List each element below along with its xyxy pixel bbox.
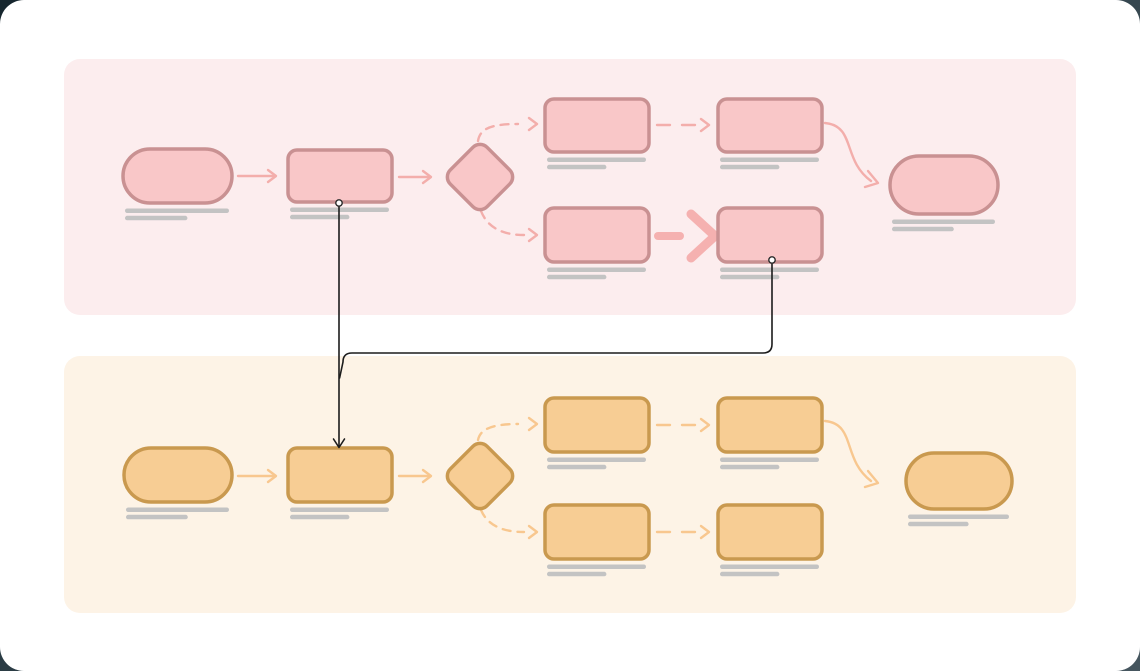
upper-branch1-step2-text-line-2 (720, 164, 780, 170)
upper-branch1-step1-text-line-1 (547, 157, 646, 162)
lower-branch1-step2-text-line-2 (720, 464, 780, 470)
lower-edge-decision-to-branch1[interactable] (476, 416, 539, 442)
lower-branch2-step1-text-line-1 (547, 564, 646, 569)
lower-process-step-text-line-2 (290, 514, 350, 520)
lower-branch2-step2-text-line-1 (720, 564, 819, 569)
lower-end-terminator[interactable] (904, 451, 1014, 527)
lower-edge-branch1-step1-to-step2[interactable] (655, 417, 711, 433)
lower-branch1-step1-text-line-1 (547, 457, 646, 462)
upper-process-step[interactable] (286, 148, 394, 220)
lower-process-step[interactable] (286, 446, 394, 520)
lower-branch1-step1[interactable] (543, 396, 651, 470)
upper-branch2-step1[interactable] (543, 206, 651, 280)
upper-edge-start-to-process[interactable] (236, 168, 278, 184)
lower-edge-branch2-step1-to-step2[interactable] (655, 524, 711, 540)
upper-edge-branch1-to-end[interactable] (823, 121, 880, 189)
lower-edge-decision-to-branch2[interactable] (479, 508, 539, 540)
upper-end-terminator-text-line-1 (892, 219, 995, 224)
upper-branch2-step2[interactable] (716, 206, 824, 280)
upper-start-terminator[interactable] (121, 147, 234, 221)
upper-end-terminator[interactable] (888, 154, 1000, 232)
lower-end-terminator-text-line-1 (908, 514, 1009, 519)
cross-lane-connector-primary-port[interactable] (335, 199, 343, 207)
upper-branch2-step1-text-line-2 (547, 274, 607, 280)
lower-branch2-step2[interactable] (716, 503, 824, 577)
upper-branch1-step1[interactable] (543, 97, 651, 170)
lower-edge-branch1-to-end[interactable] (823, 419, 880, 489)
upper-edge-branch1-step1-to-step2[interactable] (655, 117, 711, 133)
upper-decision-diamond[interactable] (443, 140, 517, 214)
upper-edge-decision-to-branch1[interactable] (476, 116, 539, 143)
upper-start-terminator-text-line-1 (125, 208, 229, 213)
upper-start-terminator-text-line-2 (125, 215, 188, 221)
upper-branch2-step2-text-line-1 (720, 267, 819, 272)
lower-start-terminator-text-line-2 (126, 514, 188, 520)
upper-end-terminator-text-line-2 (892, 226, 954, 232)
upper-branch2-step1-text-line-1 (547, 267, 646, 272)
lower-branch2-step1[interactable] (543, 503, 651, 577)
lower-branch1-step2[interactable] (716, 396, 824, 470)
lower-branch1-step2-text-line-1 (720, 457, 819, 462)
lower-start-terminator[interactable] (122, 446, 234, 520)
lower-branch1-step1-text-line-2 (547, 464, 607, 470)
upper-process-step-text-line-2 (290, 214, 350, 220)
upper-branch1-step1-text-line-2 (547, 164, 607, 170)
lower-branch2-step2-text-line-2 (720, 571, 780, 577)
cross-lane-connector-secondary[interactable] (338, 256, 776, 379)
cross-lane-connector-primary[interactable] (332, 199, 346, 449)
upper-edge-process-to-decision[interactable] (397, 169, 433, 185)
cross-lane-connector-secondary-port[interactable] (768, 256, 776, 264)
lower-start-terminator-text-line-1 (126, 507, 229, 512)
upper-branch1-step2-text-line-1 (720, 157, 819, 162)
lower-process-step-text-line-1 (290, 507, 389, 512)
upper-edge-branch2-bold-chevron[interactable] (686, 209, 720, 263)
upper-branch1-step2[interactable] (716, 97, 824, 170)
lower-decision-diamond[interactable] (443, 439, 517, 513)
upper-edge-decision-to-branch2[interactable] (479, 209, 539, 243)
lower-edge-process-to-decision[interactable] (397, 468, 433, 484)
lower-edge-start-to-process[interactable] (236, 468, 278, 484)
lower-branch2-step1-text-line-2 (547, 571, 607, 577)
lower-end-terminator-text-line-2 (908, 521, 969, 527)
upper-branch2-step2-text-line-2 (720, 274, 780, 280)
